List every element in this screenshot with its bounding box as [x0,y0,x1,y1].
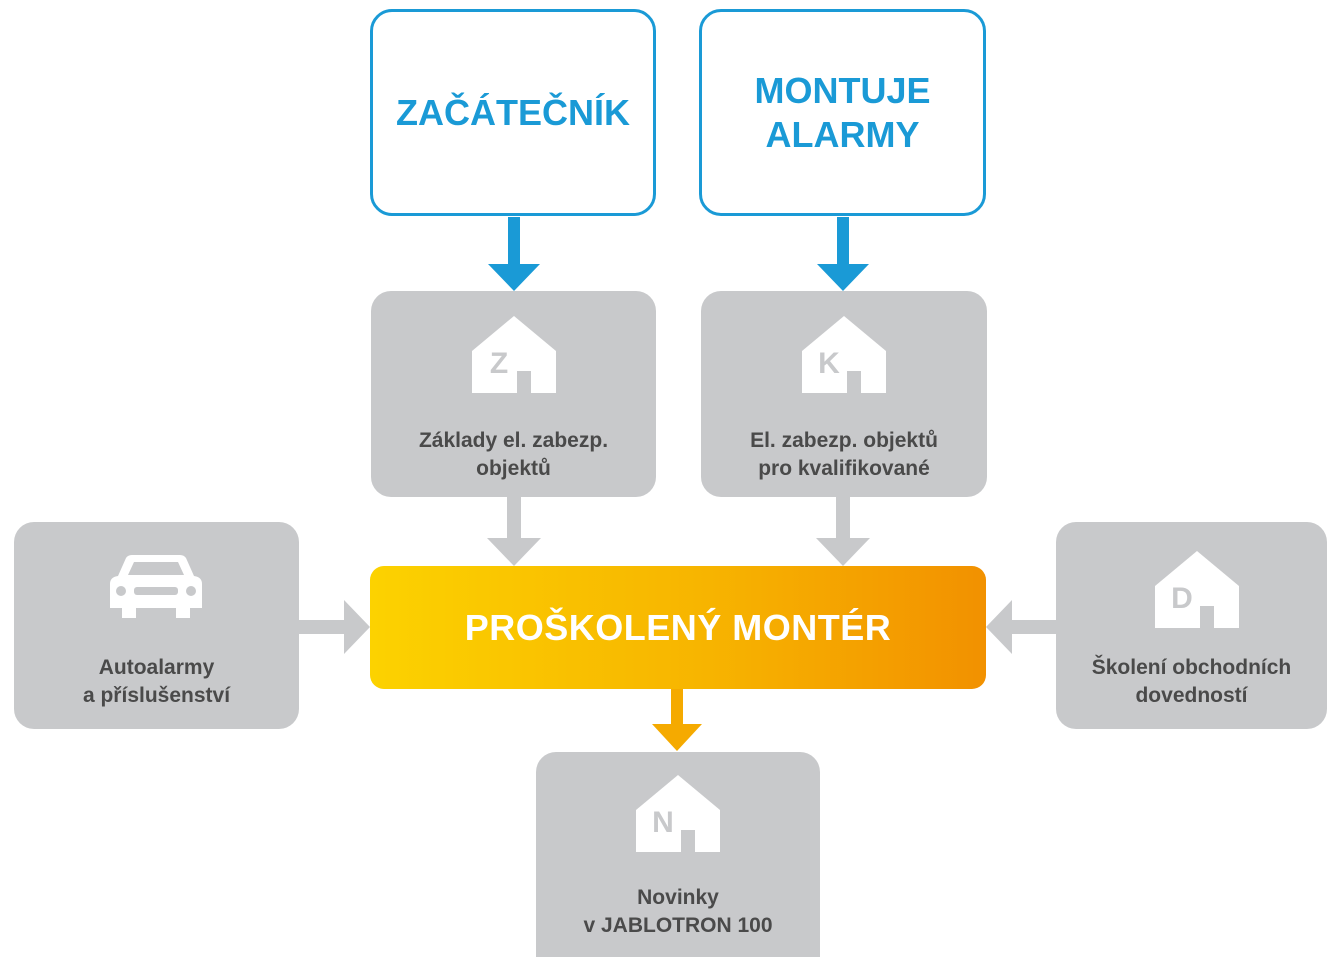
center-node-label: PROŠKOLENÝ MONTÉR [464,606,892,648]
arrow-center-to-n [652,689,702,751]
house-icon-letter: N [652,806,674,839]
start-node-installer-line2: ALARMY [765,113,920,155]
start-node-beginner: ZAČÁTEČNÍK [370,9,656,216]
start-node-beginner-label: ZAČÁTEČNÍK [396,91,630,133]
house-icon-letter: Z [490,347,508,380]
course-n-line1: Novinky [637,886,719,909]
course-z-line2: objektů [476,457,551,480]
arrow-auto-to-center [299,600,370,654]
course-d: D Školení obchodních dovedností [1056,522,1327,729]
arrow-d-to-center [986,600,1056,654]
course-z: Z Základy el. zabezp. objektů [371,291,656,497]
house-icon-letter: K [818,347,840,380]
house-icon: D [1155,551,1239,628]
start-node-installer-line1: MONTUJE [754,69,931,111]
house-icon-letter: D [1171,582,1193,615]
center-node-trained-installer: PROŠKOLENÝ MONTÉR [370,566,986,689]
house-icon: K [802,316,886,393]
course-k: K El. zabezp. objektů pro kvalifikované [701,291,987,497]
car-icon [110,555,202,618]
arrow-z-to-center [487,497,541,566]
start-node-installer: MONTUJE ALARMY [699,9,986,216]
arrow-installer-to-k [817,217,869,291]
course-auto-line1: Autoalarmy [98,656,215,679]
house-icon: Z [472,316,556,393]
course-auto-line2: a příslušenství [82,684,231,707]
course-n-line2: v JABLOTRON 100 [583,914,773,937]
arrow-beginner-to-z [488,217,540,291]
course-k-line2: pro kvalifikované [758,457,930,480]
house-icon: N [636,775,720,852]
course-d-line1: Školení obchodních [1091,656,1292,679]
course-d-line2: dovedností [1135,684,1248,707]
course-z-line1: Základy el. zabezp. [418,429,609,452]
course-n: N Novinky v JABLOTRON 100 [536,752,820,957]
course-k-line1: El. zabezp. objektů [750,429,938,452]
arrow-k-to-center [816,497,870,566]
course-auto: Autoalarmy a příslušenství [14,522,299,729]
